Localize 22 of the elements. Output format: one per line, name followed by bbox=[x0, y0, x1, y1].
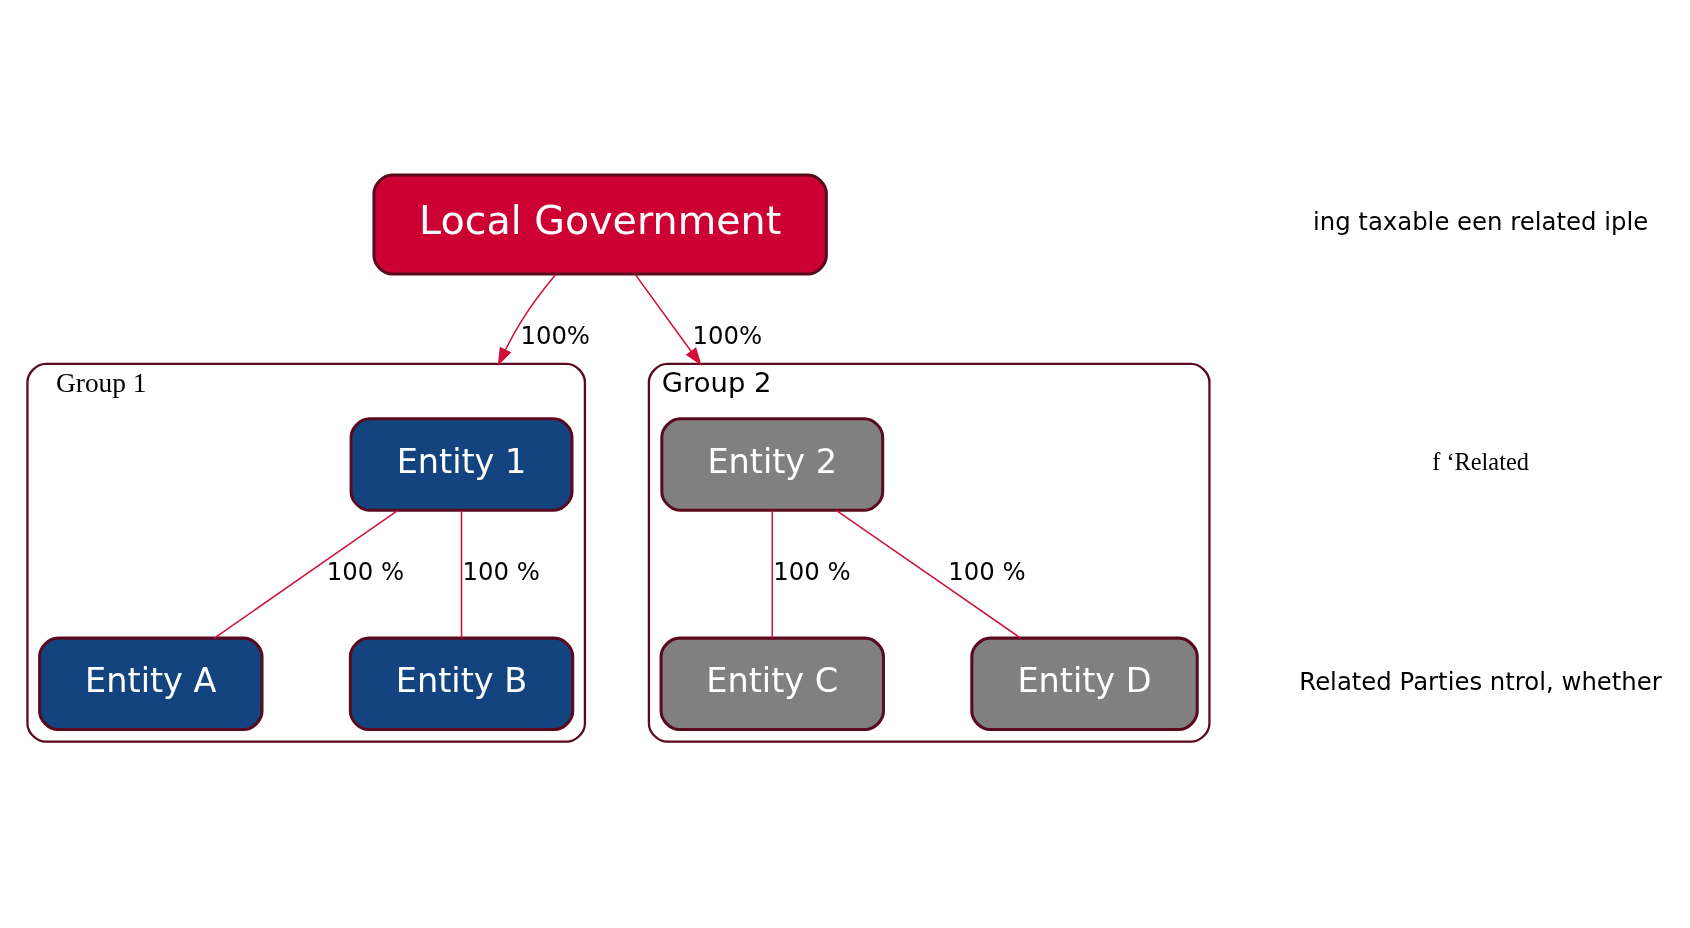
label: ing taxable een related iple bbox=[1312, 206, 1649, 236]
connector bbox=[835, 509, 1022, 639]
edge-label: 100% bbox=[692, 320, 763, 350]
node-box: Entity A bbox=[38, 636, 264, 731]
node-box: Entity 2 bbox=[660, 416, 885, 512]
connector bbox=[460, 509, 463, 639]
node-box: Entity C bbox=[659, 636, 885, 731]
connector bbox=[771, 509, 774, 639]
edge-label: 100 % bbox=[773, 556, 851, 586]
connector bbox=[213, 509, 399, 639]
arrow bbox=[497, 273, 557, 366]
node-box: Entity D bbox=[970, 636, 1199, 731]
edge-label: 100% bbox=[520, 320, 591, 350]
node-box: Entity 1 bbox=[349, 416, 574, 512]
edge-label: 100 % bbox=[948, 556, 1026, 586]
label: Related Parties ntrol, whether bbox=[1299, 666, 1662, 696]
edge-label: 100 % bbox=[462, 556, 540, 586]
node-box: Entity B bbox=[348, 636, 575, 731]
node-box: Local Government bbox=[372, 173, 828, 276]
arrow bbox=[634, 273, 702, 366]
edge-label: 100 % bbox=[326, 556, 405, 586]
label: f ‘Related bbox=[1432, 447, 1529, 475]
